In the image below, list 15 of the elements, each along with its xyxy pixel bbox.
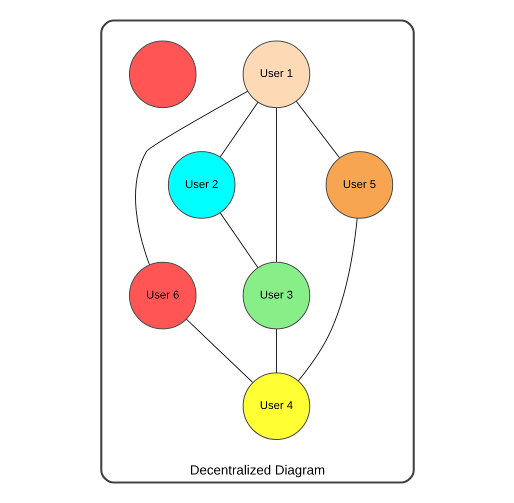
connector xyxy=(219,102,258,158)
connector xyxy=(219,212,258,268)
connector xyxy=(134,90,248,265)
connector xyxy=(275,328,276,373)
node-circle: User 1 xyxy=(242,40,310,108)
node-circle xyxy=(128,40,196,108)
connector xyxy=(275,108,276,262)
connector xyxy=(298,218,358,382)
node-circle: User 5 xyxy=(325,151,393,219)
node-circle: User 2 xyxy=(167,151,235,219)
connector xyxy=(295,101,340,158)
node-circle: User 3 xyxy=(242,262,310,330)
connector xyxy=(185,318,252,383)
node-circle: User 4 xyxy=(242,372,310,440)
node-circle: User 6 xyxy=(128,262,196,330)
